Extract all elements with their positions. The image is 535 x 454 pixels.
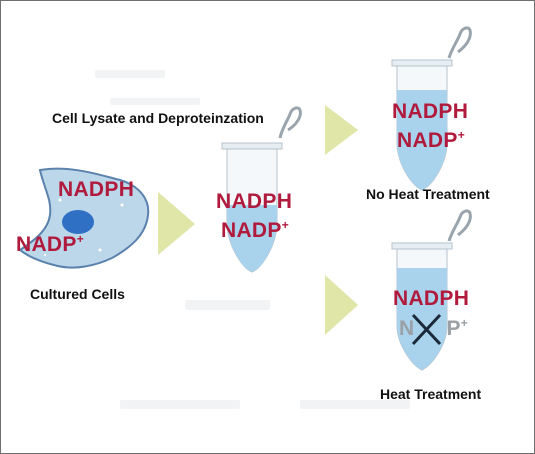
chem-nadph-cell: NADPH (58, 178, 135, 201)
chem-nadph-no-heat: NADPH (392, 100, 469, 123)
cell-icon (18, 167, 150, 269)
arrow-right-icon (325, 105, 358, 155)
arrow-right-icon (325, 275, 358, 335)
faint-mark (110, 98, 200, 105)
chem-plus: + (76, 232, 85, 246)
faint-mark (300, 400, 410, 409)
label-cell-lysate: Cell Lysate and Deproteinzation (52, 110, 264, 126)
label-cultured-cells: Cultured Cells (30, 286, 125, 302)
label-heat: Heat Treatment (380, 386, 482, 402)
cross-icon (411, 313, 442, 346)
chem-nadp-heat-faded: N P+ (399, 316, 468, 341)
chem-nadp-middle: NADP+ (221, 218, 289, 243)
faint-mark (95, 70, 165, 78)
chem-nadph-middle: NADPH (216, 190, 293, 213)
chem-nadph-heat: NADPH (393, 287, 470, 310)
chem-nadp-cell: NADP+ (16, 232, 84, 257)
faint-mark (120, 400, 240, 409)
chem-nadp-text: NADP (221, 219, 282, 242)
tube-icon (221, 106, 302, 273)
label-no-heat: No Heat Treatment (366, 186, 490, 202)
chem-nadp-text: NADP (16, 233, 77, 256)
cell-nucleus (62, 210, 94, 234)
chem-p-faded: P (446, 317, 461, 340)
faint-mark (185, 300, 270, 310)
chem-nadp-no-heat: NADP+ (397, 128, 465, 153)
chem-plus-faded: + (460, 316, 469, 330)
tube-icon (391, 26, 472, 191)
arrow-right-icon (158, 192, 195, 255)
chem-nadp-text: NADP (397, 129, 458, 152)
chem-n-faded: N (399, 317, 415, 340)
chem-plus: + (457, 128, 466, 142)
chem-plus: + (281, 218, 290, 232)
